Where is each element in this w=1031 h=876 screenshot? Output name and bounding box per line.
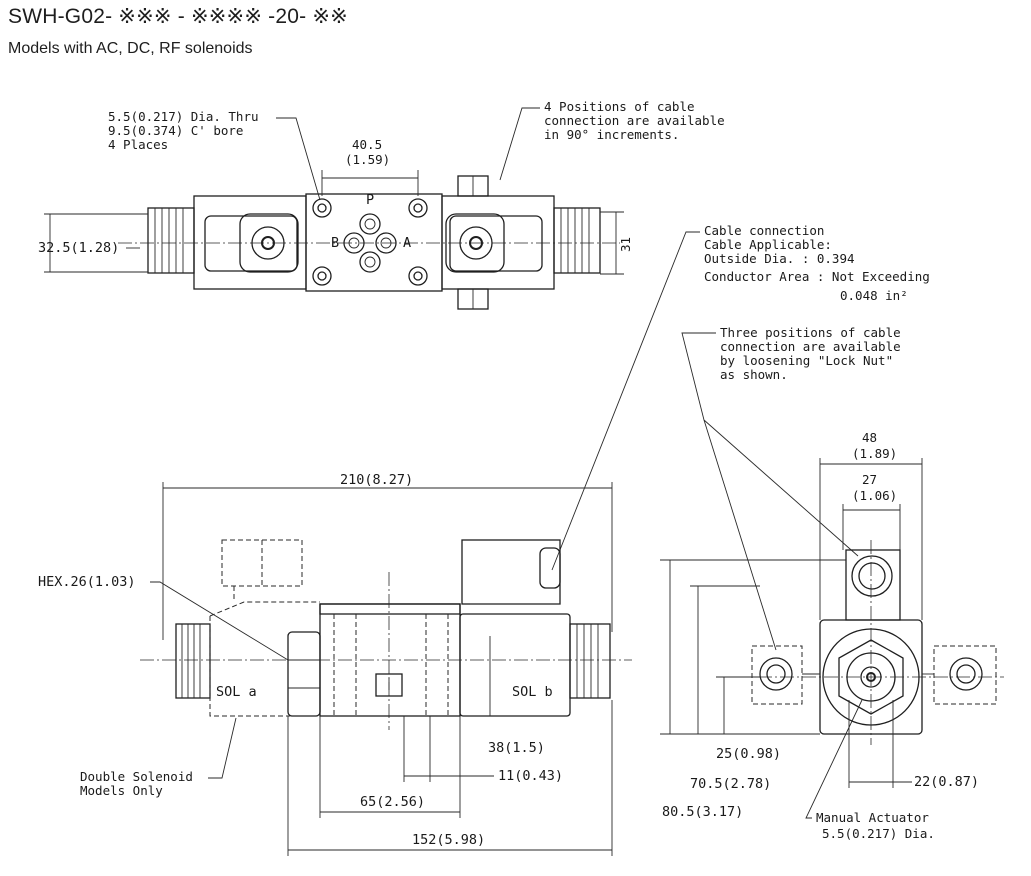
dim-port-spacing-mm: 40.5	[352, 137, 382, 152]
dim-11: 11(0.43)	[498, 768, 563, 784]
svg-text:0.048 in²: 0.048 in²	[840, 288, 908, 303]
sol-b-label: SOL b	[512, 684, 553, 700]
dim-height-left: 32.5(1.28)	[38, 240, 119, 256]
manual-note-line1: Manual Actuator	[816, 810, 929, 825]
dim-70-5: 70.5(2.78)	[690, 776, 771, 792]
three-positions-note: Three positions of cable connection are …	[681, 325, 901, 651]
cable-note-line3: in 90° increments.	[544, 127, 679, 142]
dim-48-mm: 48	[862, 430, 877, 445]
dim-port-spacing-in: (1.59)	[345, 152, 390, 167]
dim-152: 152(5.98)	[412, 832, 485, 848]
dim-80-5: 80.5(3.17)	[662, 804, 743, 820]
dim-38: 38(1.5)	[488, 740, 545, 756]
hole-note-line2: 9.5(0.374) C' bore	[108, 123, 243, 138]
dim-overall: 210(8.27)	[340, 472, 413, 488]
hex-label: HEX.26(1.03)	[38, 574, 136, 590]
double-note-line1: Double Solenoid	[80, 769, 193, 784]
drawing-subtitle: Models with AC, DC, RF solenoids	[8, 40, 253, 57]
svg-text:Cable connection: Cable connection	[704, 223, 824, 238]
dim-65: 65(2.56)	[360, 794, 425, 810]
dim-27-in: (1.06)	[852, 488, 897, 503]
front-view: 210(8.27) SOL a SOL b	[38, 472, 632, 856]
cable-connection-note: Cable connection Cable Applicable: Outsi…	[551, 223, 930, 571]
manual-note-line2: 5.5(0.217) Dia.	[822, 826, 935, 841]
hole-note-line3: 4 Places	[108, 137, 168, 152]
svg-text:Outside Dia. : 0.394: Outside Dia. : 0.394	[704, 251, 855, 266]
svg-text:as shown.: as shown.	[720, 367, 788, 382]
double-note-line2: Models Only	[80, 783, 163, 798]
cable-note-line1: 4 Positions of cable	[544, 99, 695, 114]
top-view: P B A 32.5(1.28) 31 40.5 (1.59)	[38, 99, 725, 310]
dim-25: 25(0.98)	[716, 746, 781, 762]
hole-note-line1: 5.5(0.217) Dia. Thru	[108, 109, 259, 124]
right-coil-top	[553, 207, 601, 274]
side-view: 48 (1.89) 27 (1.06)	[660, 430, 1004, 841]
svg-text:connection are available: connection are available	[720, 339, 901, 354]
dim-height-right: 31	[618, 237, 633, 252]
drawing-model-code: SWH-G02- ※※※ - ※※※※ -20- ※※	[8, 5, 348, 28]
svg-text:Conductor Area : Not Exceeding: Conductor Area : Not Exceeding	[704, 269, 930, 284]
cable-note-line2: connection are available	[544, 113, 725, 128]
svg-text:Cable Applicable:: Cable Applicable:	[704, 237, 832, 252]
svg-text:Three positions of cable: Three positions of cable	[720, 325, 901, 340]
port-p-label: P	[366, 192, 374, 208]
port-b-label: B	[331, 235, 339, 251]
dim-27-mm: 27	[862, 472, 877, 487]
svg-text:by loosening "Lock Nut": by loosening "Lock Nut"	[720, 353, 893, 368]
dim-48-in: (1.89)	[852, 446, 897, 461]
mounting-holes	[312, 198, 428, 286]
dim-22: 22(0.87)	[914, 774, 979, 790]
sol-a-label: SOL a	[216, 684, 257, 700]
